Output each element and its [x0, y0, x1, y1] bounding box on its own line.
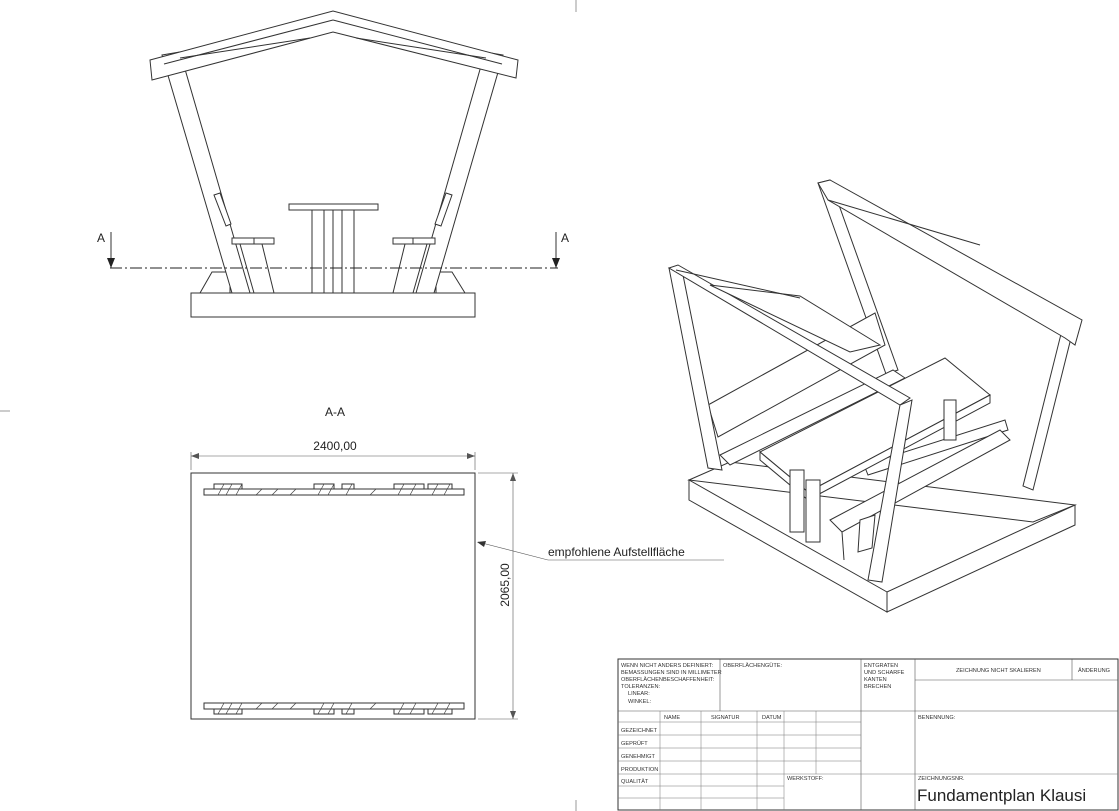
foundation-strip-bottom [203, 702, 465, 715]
isometric-view [667, 179, 1083, 613]
height-dimension: 2065,00 [498, 563, 512, 607]
drawing-number-label: ZEICHNUNGSNR. [918, 776, 965, 782]
column-name: NAME [664, 715, 680, 721]
section-marker-left: A [97, 231, 105, 245]
section-marker-right: A [561, 231, 569, 245]
row-drawn: GEZEICHNET [621, 728, 658, 734]
designation-label: BENENNUNG: [918, 715, 956, 721]
note-line-4: TOLERANZEN: [621, 684, 661, 690]
row-checked: GEPRÜFT [621, 740, 648, 747]
revision-label: ÄNDERUNG [1078, 667, 1110, 674]
foundation-strip-top [203, 483, 465, 496]
section-view: A-A 2400,00 2065,00 [190, 405, 724, 720]
note-line-2: BEMASSUNGEN SIND IN MILLIMETER [621, 670, 722, 676]
placement-annotation: empfohlene Aufstellfläche [548, 545, 685, 559]
row-quality: QUALITÄT [621, 778, 649, 785]
row-approved: GENEHMIGT [621, 754, 655, 760]
note-line-1: WENN NICHT ANDERS DEFINIERT: [621, 663, 714, 669]
deburr-line-4: BRECHEN [864, 684, 891, 690]
deburr-line-3: KANTEN [864, 677, 887, 683]
front-view: A A [97, 10, 569, 318]
deburr-line-1: ENTGRATEN [864, 663, 898, 669]
row-production: PRODUKTION [621, 767, 658, 773]
do-not-scale-label: ZEICHNUNG NICHT SKALIEREN [956, 668, 1041, 674]
surface-quality-label: OBERFLÄCHENGÜTE: [723, 662, 782, 669]
note-line-5: LINEAR: [628, 691, 650, 697]
note-line-3: OBERFLÄCHENBESCHAFFENHEIT: [621, 676, 715, 683]
column-signature: SIGNATUR [711, 715, 740, 721]
column-date: DATUM [762, 715, 782, 721]
material-label: WERKSTOFF: [787, 776, 824, 782]
sheet-ticks [0, 0, 577, 811]
section-title: A-A [325, 405, 345, 419]
deburr-line-2: UND SCHARFE [864, 670, 905, 676]
title-block: WENN NICHT ANDERS DEFINIERT: BEMASSUNGEN… [617, 658, 1119, 811]
note-line-6: WINKEL: [628, 699, 651, 705]
width-dimension: 2400,00 [313, 439, 357, 453]
drawing-number: Fundamentplan Klausi [917, 786, 1086, 805]
